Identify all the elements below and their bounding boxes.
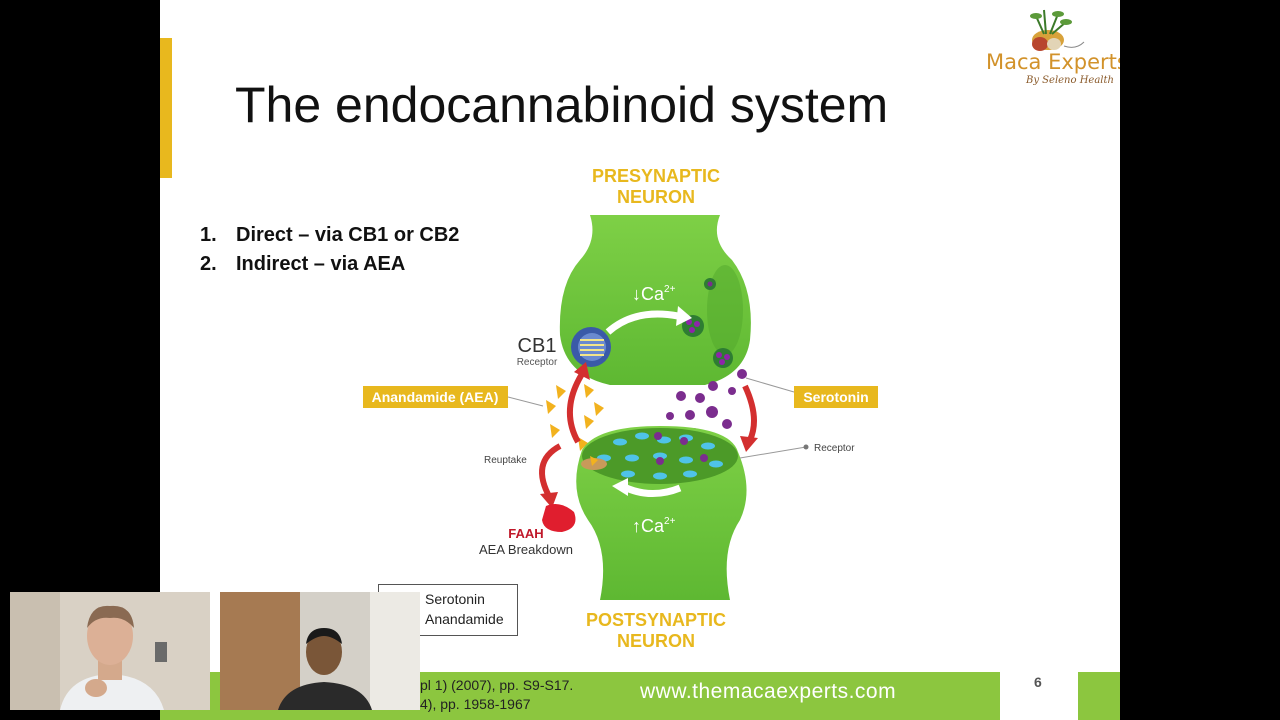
maca-plant-icon [1030,9,1085,51]
participant-1-video [10,592,210,710]
footer-notch [1000,668,1078,720]
list-item: 1. Direct – via CB1 or CB2 [200,224,459,253]
legend-anandamide: Anandamide [425,611,504,627]
logo: Maca Experts By Seleno Health [980,4,1120,90]
logo-brand: Maca Experts [986,50,1120,74]
anandamide-tag-label: Anandamide (AEA) [372,389,499,405]
logo-tagline: By Seleno Health [1026,75,1114,86]
bullet-list: 1. Direct – via CB1 or CB2 2. Indirect –… [200,224,459,282]
serotonin-tag [794,386,878,408]
postsynaptic-label-2: NEURON [617,631,695,651]
accent-bar [160,38,172,178]
synapse-diagram: PRESYNAPTIC NEURON ↓Ca2+ CB1 Receptor An… [363,166,878,651]
receptor-label: Receptor [814,443,855,454]
reuptake-label: Reuptake [484,455,527,466]
cb1-label: CB1 [518,335,557,357]
page-number: 6 [1034,674,1042,690]
serotonin-tag-label: Serotonin [803,389,868,405]
presynaptic-label-2: NEURON [617,187,695,207]
video-tile-participant-1[interactable] [10,592,210,710]
reference-line-2: 4), pp. 1958-1967 [420,696,531,712]
faah-sub-label: AEA Breakdown [479,542,573,557]
list-text: Indirect – via AEA [236,253,406,275]
participant-2-video [220,592,420,710]
list-text: Direct – via CB1 or CB2 [236,224,460,246]
list-item: 2. Indirect – via AEA [200,253,459,282]
postsynaptic-label-1: POSTSYNAPTIC [586,610,726,630]
list-number: 1. [200,224,217,246]
faah-label: FAAH [508,526,543,541]
anandamide-tag [363,386,508,408]
footer-url: www.themacaexperts.com [640,680,897,703]
slide-title: The endocannabinoid system [235,77,889,133]
list-number: 2. [200,253,217,275]
reference-line-1: pl 1) (2007), pp. S9-S17. [420,677,574,693]
video-tile-participant-2[interactable] [220,592,420,710]
legend-serotonin: Serotonin [425,591,485,607]
ca-decrease-label: ↓Ca2+ [632,284,676,304]
cb1-sub-label: Receptor [517,357,558,368]
ca-increase-label: ↑Ca2+ [632,516,676,536]
faah-enzyme-icon [542,504,576,532]
presynaptic-label-1: PRESYNAPTIC [592,166,720,186]
